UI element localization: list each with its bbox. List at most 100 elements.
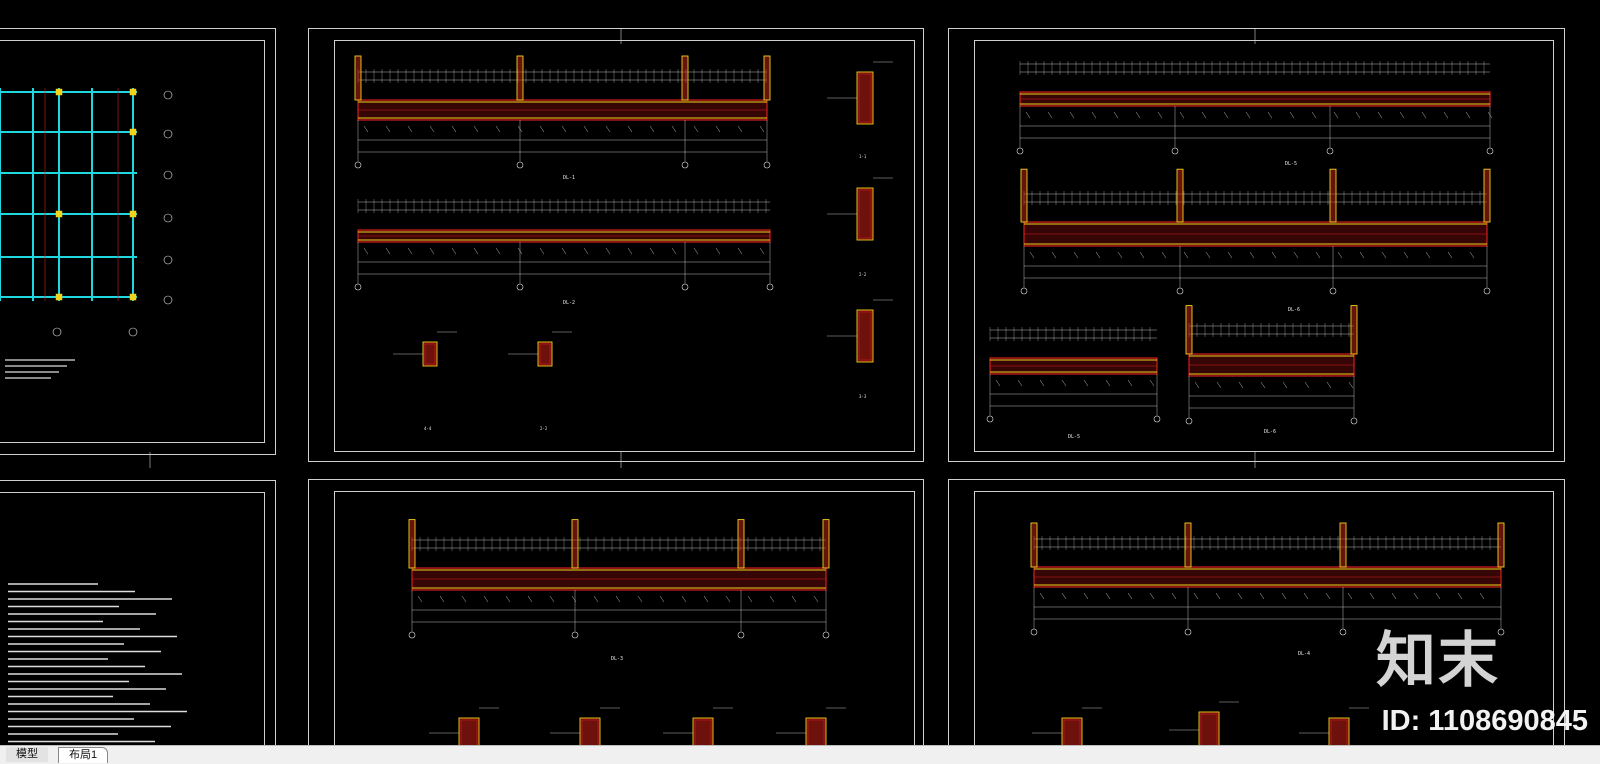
annotation-mark	[715, 125, 721, 133]
annotation-mark	[517, 247, 523, 255]
beam-column	[822, 519, 830, 569]
annotation-mark	[461, 595, 467, 603]
annotation-mark	[1348, 381, 1354, 389]
beam-column	[1497, 522, 1505, 568]
column-marker	[129, 128, 137, 136]
annotation-mark	[417, 595, 423, 603]
tab-model[interactable]: 模型	[6, 747, 48, 762]
annotation-mark	[1194, 381, 1200, 389]
column-marker	[129, 88, 137, 96]
annotation-mark	[407, 125, 413, 133]
annotation-mark	[583, 247, 589, 255]
annotation-mark	[439, 595, 445, 603]
annotation-mark	[1347, 592, 1353, 600]
annotation-mark	[1017, 379, 1023, 387]
annotation-mark	[1469, 251, 1475, 259]
annotation-mark	[1271, 251, 1277, 259]
column-marker	[55, 293, 63, 301]
annotation-mark	[1333, 111, 1339, 119]
beam-column	[1329, 168, 1337, 223]
annotation-mark	[1447, 251, 1453, 259]
annotation-mark	[1127, 379, 1133, 387]
beam-label-dl4: DL-4	[1298, 651, 1311, 657]
annotation-mark	[1073, 251, 1079, 259]
column-marker	[129, 293, 137, 301]
annotation-mark	[1083, 592, 1089, 600]
sheet-frame-bottom-middle	[308, 479, 924, 745]
section-stirrup	[694, 719, 712, 745]
axis-bubble	[1184, 628, 1192, 636]
axis-bubble	[737, 631, 745, 639]
annotation-mark	[1029, 251, 1035, 259]
sheet-inner-top-left	[0, 40, 265, 443]
section-stirrup	[858, 189, 872, 239]
annotation-mark	[1457, 592, 1463, 600]
beam-column	[1176, 168, 1184, 223]
annotation-mark	[1091, 111, 1097, 119]
annotation-mark	[1205, 251, 1211, 259]
annotation-mark	[1304, 381, 1310, 389]
cad-model-space[interactable]: DL-1 DL-2 DL-3 DL-4 DL-5 DL-6 DL-5 DL-6 …	[0, 0, 1600, 745]
annotation-mark	[725, 595, 731, 603]
annotation-mark	[671, 247, 677, 255]
annotation-mark	[1179, 111, 1185, 119]
annotation-mark	[539, 247, 545, 255]
annotation-mark	[1303, 592, 1309, 600]
annotation-mark	[483, 595, 489, 603]
annotation-mark	[1311, 111, 1317, 119]
annotation-mark	[1425, 251, 1431, 259]
annotation-mark	[615, 595, 621, 603]
sheet-frame-top-left	[0, 28, 276, 455]
annotation-mark	[747, 595, 753, 603]
beam-label-dl6-lower: DL-6	[1264, 429, 1277, 435]
sheet-frame-bottom-right	[948, 479, 1565, 745]
annotation-mark	[1157, 111, 1163, 119]
annotation-mark	[407, 247, 413, 255]
sheet-frame-bottom-left	[0, 480, 276, 745]
beam-column	[571, 519, 579, 569]
annotation-mark	[759, 125, 765, 133]
annotation-mark	[1193, 592, 1199, 600]
annotation-mark	[1293, 251, 1299, 259]
annotation-mark	[1061, 379, 1067, 387]
annotation-mark	[759, 247, 765, 255]
annotation-mark	[737, 247, 743, 255]
axis-bubble	[163, 295, 173, 305]
axis-bubble	[1329, 287, 1337, 295]
annotation-mark	[1465, 111, 1471, 119]
annotation-mark	[571, 595, 577, 603]
annotation-mark	[1391, 592, 1397, 600]
annotation-mark	[495, 125, 501, 133]
annotation-mark	[473, 125, 479, 133]
beam-label-dl1: DL-1	[563, 175, 576, 181]
axis-bubble	[1171, 147, 1179, 155]
annotation-mark	[1113, 111, 1119, 119]
axis-bubble	[516, 161, 524, 169]
axis-bubble	[766, 283, 774, 291]
annotation-mark	[1421, 111, 1427, 119]
annotation-mark	[681, 595, 687, 603]
annotation-mark	[1355, 111, 1361, 119]
annotation-mark	[1039, 379, 1045, 387]
annotation-mark	[385, 125, 391, 133]
watermark-logo: 知末	[1376, 626, 1500, 696]
sheet-frame-top-middle	[308, 28, 924, 462]
sheet-inner-bottom-middle	[334, 491, 915, 745]
tab-layout-1[interactable]: 布局1	[58, 747, 109, 763]
annotation-mark	[1139, 251, 1145, 259]
beam-label-dl5-lower: DL-5	[1068, 434, 1081, 440]
annotation-mark	[1215, 592, 1221, 600]
annotation-mark	[1281, 592, 1287, 600]
section-label-1-1: 1-1	[859, 154, 867, 159]
annotation-mark	[1245, 111, 1251, 119]
annotation-mark	[1025, 111, 1031, 119]
annotation-mark	[1325, 592, 1331, 600]
axis-bubble	[763, 161, 771, 169]
annotation-mark	[527, 595, 533, 603]
annotation-mark	[1479, 592, 1485, 600]
axis-bubble	[986, 415, 994, 423]
axis-bubble	[1326, 147, 1334, 155]
annotation-mark	[1105, 379, 1111, 387]
beam-column	[1185, 305, 1193, 355]
annotation-mark	[703, 595, 709, 603]
